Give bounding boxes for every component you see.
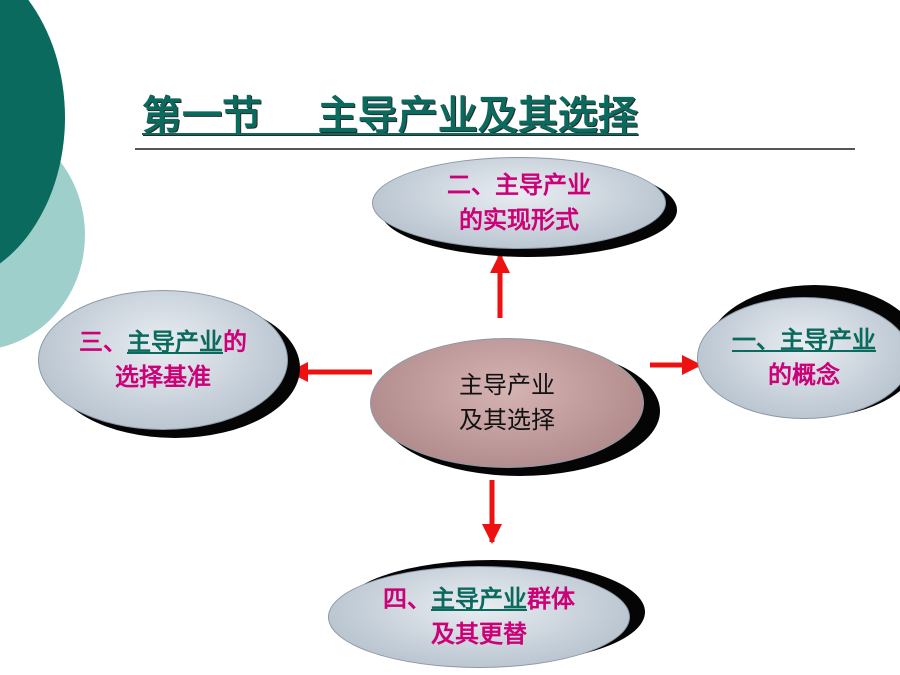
node-bottom-prefix: 四、 — [383, 585, 431, 614]
node-right-prefix: 一、 — [732, 326, 780, 355]
node-left-suffix: 的 — [223, 328, 247, 357]
node-left-highlight: 主导产业 — [127, 328, 223, 357]
node-left-line2: 选择基准 — [115, 363, 211, 391]
node-left-prefix: 三、 — [79, 328, 127, 357]
node-top-line1: 二、主导产业 — [447, 171, 591, 200]
node-left: 三、主导产业的 选择基准 — [38, 290, 300, 440]
node-center: 主导产业 及其选择 — [370, 338, 660, 478]
node-right-highlight: 主导产业 — [780, 326, 876, 355]
node-bottom: 四、主导产业群体 及其更替 — [328, 558, 645, 670]
slide-title: 第一节 主导产业及其选择 — [142, 93, 638, 139]
node-center-line2: 及其选择 — [459, 406, 555, 434]
node-top-line2: 的实现形式 — [459, 206, 579, 234]
title-rule — [135, 148, 855, 150]
node-top: 二、主导产业 的实现形式 — [372, 157, 677, 257]
node-bottom-line2: 及其更替 — [431, 620, 527, 648]
node-bottom-suffix: 群体 — [527, 585, 575, 614]
node-bottom-highlight: 主导产业 — [431, 585, 527, 614]
node-center-line1: 主导产业 — [459, 371, 555, 400]
node-right-line2: 的概念 — [768, 361, 840, 389]
node-right: 一、主导产业 的概念 — [697, 285, 900, 420]
